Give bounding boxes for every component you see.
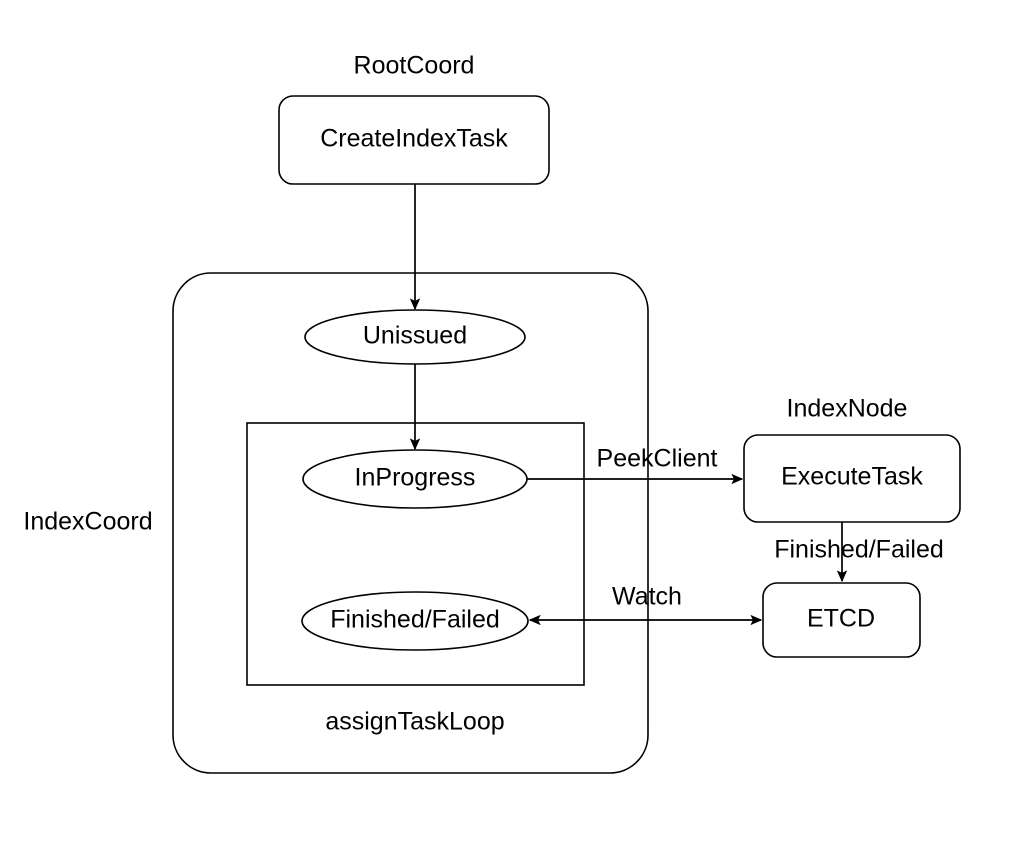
group-labels-layer: RootCoord IndexCoord assignTaskLoop Inde… [23, 52, 907, 736]
node-execute-task[interactable]: ExecuteTask [743, 434, 961, 523]
node-etcd[interactable]: ETCD [762, 582, 921, 658]
container-indexcoord[interactable] [172, 272, 649, 774]
edge-label-watch: Watch [612, 583, 682, 611]
node-label-execute-task: ExecuteTask [781, 463, 923, 491]
edge-labels-layer: PeekClient Finished/Failed Watch [597, 445, 944, 611]
node-label-finished-failed: Finished/Failed [330, 606, 500, 634]
edges-layer [409, 184, 848, 626]
nodes-layer: CreateIndexTask Unissued InProgress Fini… [278, 95, 961, 658]
node-in-progress[interactable]: InProgress [302, 449, 528, 509]
node-label-etcd: ETCD [807, 605, 875, 633]
group-label-indexcoord: IndexCoord [23, 508, 152, 536]
node-finished-failed[interactable]: Finished/Failed [301, 591, 529, 651]
node-label-create-index-task: CreateIndexTask [320, 125, 508, 153]
edge-label-finished-failed: Finished/Failed [774, 536, 944, 564]
group-label-rootcoord: RootCoord [354, 52, 475, 80]
edge-label-peekclient: PeekClient [597, 445, 718, 473]
group-label-assigntaskloop: assignTaskLoop [325, 708, 504, 736]
node-label-in-progress: InProgress [355, 464, 476, 492]
node-label-unissued: Unissued [363, 322, 467, 350]
group-label-indexnode: IndexNode [787, 395, 908, 423]
node-create-index-task[interactable]: CreateIndexTask [278, 95, 550, 185]
node-unissued[interactable]: Unissued [304, 309, 526, 365]
